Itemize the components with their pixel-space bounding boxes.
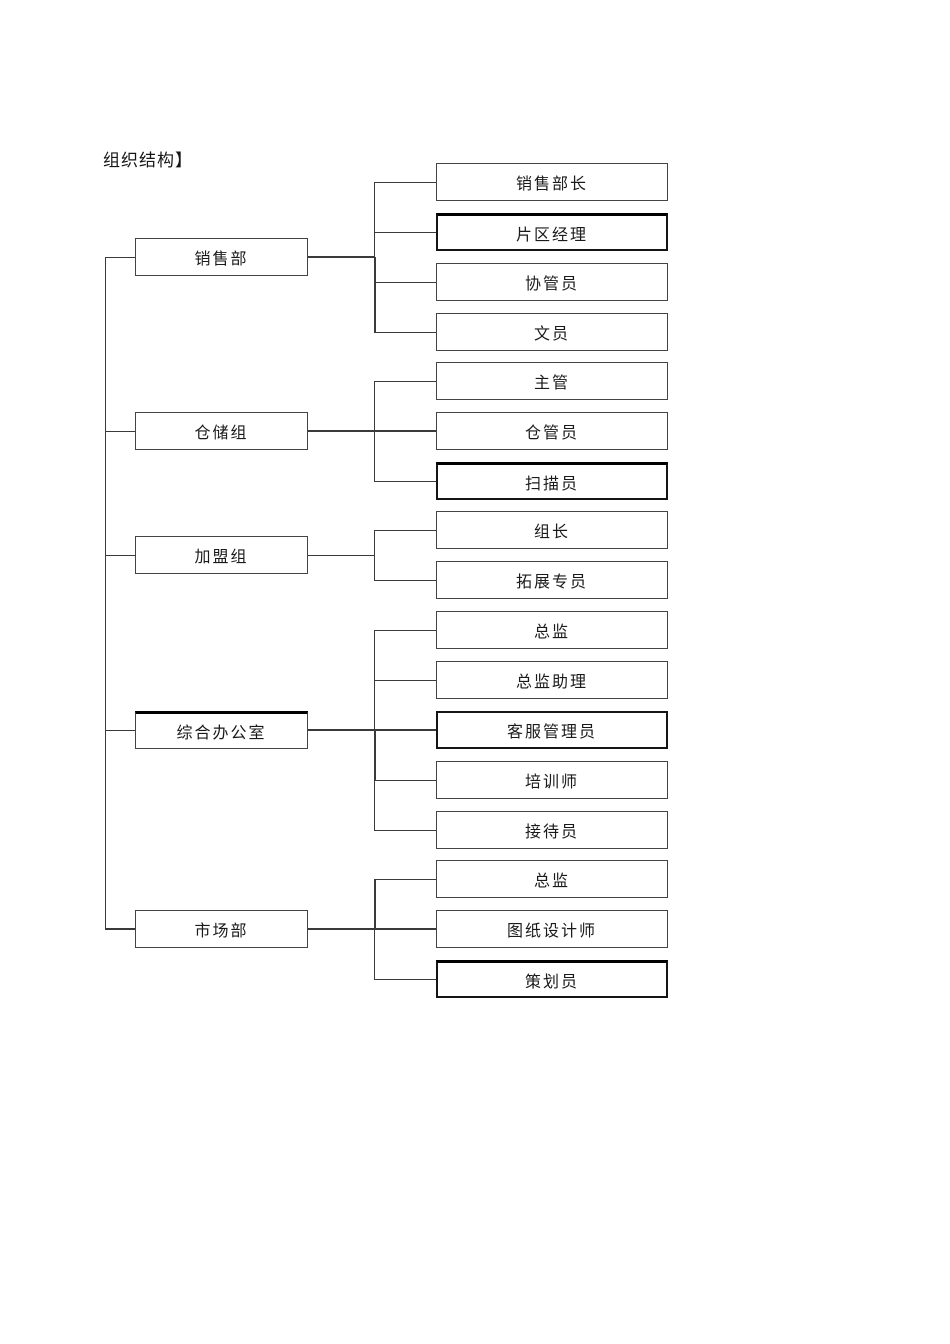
connector-line	[105, 928, 135, 930]
connector-line	[374, 232, 436, 233]
role-box: 组长	[436, 511, 668, 549]
dept-office-box: 综合办公室	[135, 711, 308, 749]
connector-line	[374, 929, 375, 979]
dept-franchise-box: 加盟组	[135, 536, 308, 574]
connector-line	[308, 555, 374, 556]
connector-line	[374, 182, 436, 183]
connector-line	[374, 630, 436, 631]
connector-line	[308, 430, 436, 432]
role-box: 图纸设计师	[436, 910, 668, 948]
connector-line	[374, 780, 436, 781]
role-box: 接待员	[436, 811, 668, 849]
role-box: 总监助理	[436, 661, 668, 699]
dept-market-box: 市场部	[135, 910, 308, 948]
role-box: 销售部长	[436, 163, 668, 201]
role-box: 培训师	[436, 761, 668, 799]
page-title: 组织结构】	[103, 151, 193, 170]
role-box: 文员	[436, 313, 668, 351]
connector-line	[374, 580, 436, 581]
role-box: 仓管员	[436, 412, 668, 450]
connector-line	[374, 332, 436, 333]
connector-line	[374, 830, 436, 831]
connector-line	[374, 730, 376, 780]
role-box: 拓展专员	[436, 561, 668, 599]
connector-line	[374, 182, 375, 257]
connector-line	[374, 481, 436, 482]
connector-line	[374, 530, 436, 531]
connector-line	[105, 555, 135, 556]
connector-line	[374, 979, 436, 980]
connector-line	[308, 729, 436, 731]
role-box: 扫描员	[436, 462, 668, 500]
connector-line	[374, 282, 436, 283]
connector-line	[374, 879, 436, 880]
connector-line	[308, 928, 436, 930]
role-box: 总监	[436, 611, 668, 649]
connector-line	[308, 256, 374, 258]
connector-line	[105, 257, 135, 258]
role-box: 客服管理员	[436, 711, 668, 749]
connector-line	[374, 257, 376, 333]
left-spine-line	[105, 257, 106, 930]
connector-line	[374, 680, 436, 681]
role-box: 协管员	[436, 263, 668, 301]
role-box: 片区经理	[436, 213, 668, 251]
role-box: 策划员	[436, 960, 668, 998]
connector-line	[105, 431, 135, 432]
dept-sales-box: 销售部	[135, 238, 308, 276]
role-box: 总监	[436, 860, 668, 898]
connector-line	[105, 730, 135, 731]
dept-warehouse-box: 仓储组	[135, 412, 308, 450]
connector-line	[374, 879, 376, 929]
role-box: 主管	[436, 362, 668, 400]
connector-line	[374, 530, 375, 580]
connector-line	[374, 780, 375, 830]
connector-line	[374, 381, 436, 382]
